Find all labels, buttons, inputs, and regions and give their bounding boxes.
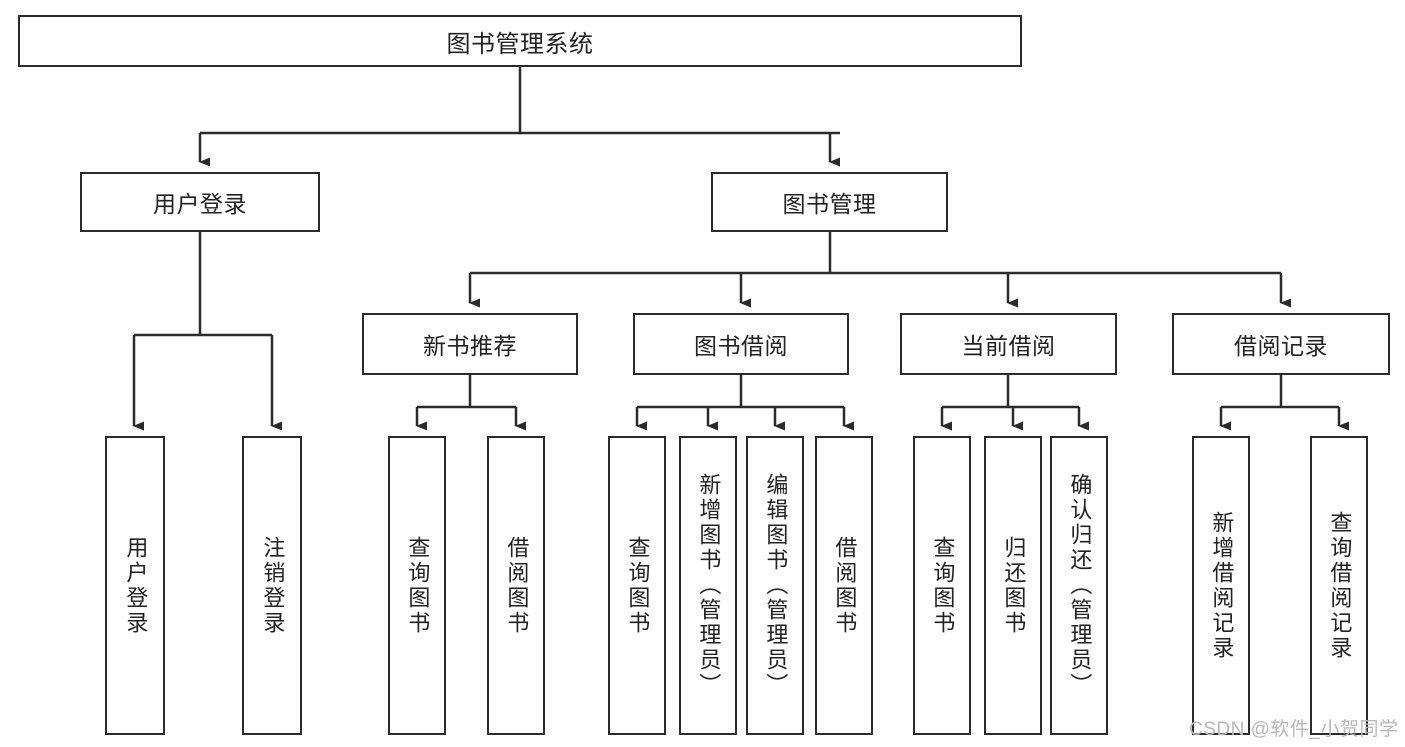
node-label: 图书借阅 <box>694 333 788 359</box>
node-label: 查询图书 <box>625 535 651 636</box>
node-label: 图书管理系统 <box>446 30 594 58</box>
level3-newbook-to-leaves-connectors <box>415 375 526 431</box>
leaf-borrow-books-newbook[interactable]: 借阅图书 <box>487 436 545 735</box>
leaf-edit-book-admin[interactable]: 编辑图书（管理员） <box>746 436 804 735</box>
level2-bookmgmt-to-level3-connectors <box>468 232 1291 308</box>
node-current-borrowing[interactable]: 当前借阅 <box>900 313 1117 375</box>
leaf-add-book-admin[interactable]: 新增图书（管理员） <box>679 436 737 735</box>
node-borrow-records[interactable]: 借阅记录 <box>1172 313 1390 375</box>
node-label: 查询借阅记录 <box>1327 510 1353 661</box>
node-label: 查询图书 <box>930 535 956 636</box>
leaf-logout[interactable]: 注销登录 <box>242 436 302 735</box>
node-new-book-recommendation[interactable]: 新书推荐 <box>362 313 578 375</box>
leaf-add-borrow-record[interactable]: 新增借阅记录 <box>1192 436 1250 735</box>
node-label: 查询图书 <box>405 535 431 636</box>
node-label: 新书推荐 <box>423 333 517 359</box>
leaf-confirm-return-admin[interactable]: 确认归还（管理员） <box>1050 436 1108 735</box>
leaf-query-books-borrow[interactable]: 查询图书 <box>608 436 666 735</box>
node-label: 注销登录 <box>260 535 286 636</box>
level3-borrow-to-leaves-connectors <box>635 375 854 431</box>
node-label: 用户登录 <box>153 191 247 217</box>
level2-userlogin-to-leaves-connectors <box>132 232 282 431</box>
node-label: 借阅记录 <box>1234 333 1328 359</box>
node-label: 新增图书（管理员） <box>696 473 722 698</box>
root-to-level2-connectors <box>198 67 840 167</box>
node-label: 用户登录 <box>123 535 149 636</box>
level3-records-to-leaves-connectors <box>1219 375 1349 431</box>
node-label: 借阅图书 <box>832 535 858 636</box>
node-user-login[interactable]: 用户登录 <box>80 172 320 232</box>
leaf-query-books-newbook[interactable]: 查询图书 <box>388 436 446 735</box>
node-book-management[interactable]: 图书管理 <box>711 172 948 232</box>
leaf-query-books-current[interactable]: 查询图书 <box>913 436 971 735</box>
node-label: 归还图书 <box>1001 535 1027 636</box>
leaf-borrow-books-borrow[interactable]: 借阅图书 <box>815 436 873 735</box>
node-root-system[interactable]: 图书管理系统 <box>18 15 1022 67</box>
node-book-borrowing[interactable]: 图书借阅 <box>633 313 849 375</box>
node-label: 编辑图书（管理员） <box>763 473 789 698</box>
leaf-query-borrow-record[interactable]: 查询借阅记录 <box>1310 436 1368 735</box>
node-label: 图书管理 <box>782 191 877 217</box>
level3-current-to-leaves-connectors <box>940 375 1089 431</box>
node-label: 借阅图书 <box>504 535 530 636</box>
node-label: 确认归还（管理员） <box>1067 473 1093 698</box>
leaf-user-login[interactable]: 用户登录 <box>105 436 165 735</box>
leaf-return-books[interactable]: 归还图书 <box>984 436 1042 735</box>
node-label: 当前借阅 <box>961 333 1056 359</box>
node-label: 新增借阅记录 <box>1209 510 1235 661</box>
